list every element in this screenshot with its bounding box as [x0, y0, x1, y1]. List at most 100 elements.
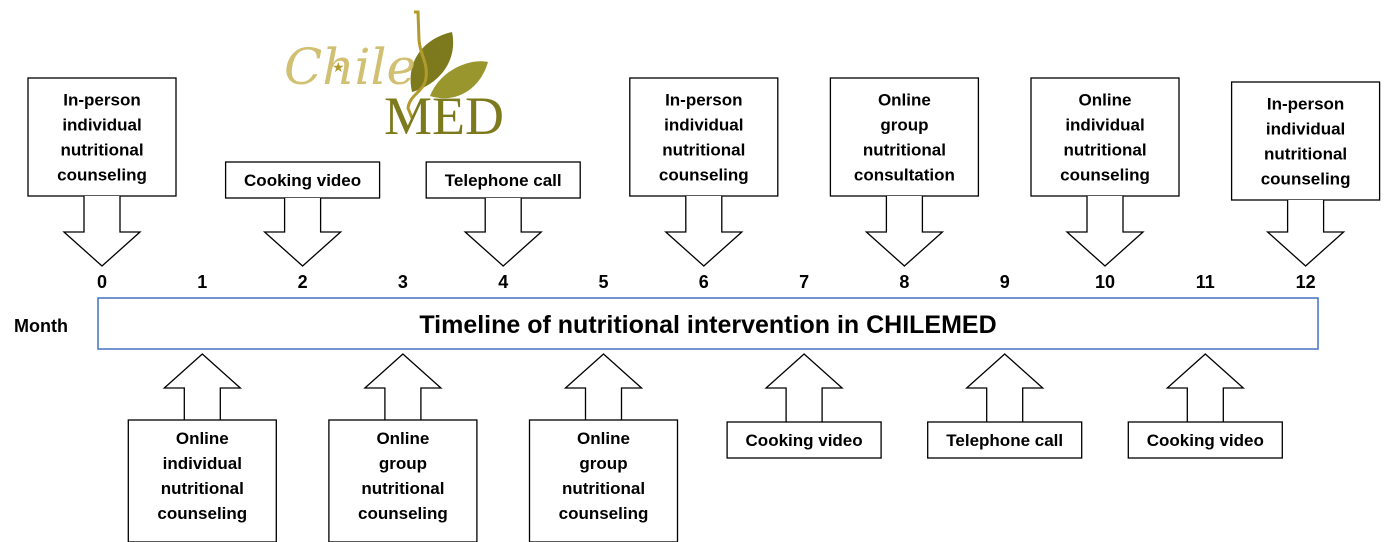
up-arrow-icon: [764, 353, 844, 422]
event-text-line: individual: [1065, 116, 1144, 135]
bottom-event: Online individual nutritional counseling: [127, 353, 277, 542]
down-arrow-icon: [262, 198, 343, 267]
event-box: [27, 77, 177, 197]
up-arrow-icon: [964, 353, 1045, 422]
event-box: [328, 419, 478, 542]
event-text-line: Cooking video: [244, 171, 361, 190]
event-box: [629, 77, 779, 197]
bottom-event: Online group nutritional counseling: [528, 353, 679, 542]
up-arrow-icon: [563, 353, 644, 420]
month-tick-label: 6: [699, 272, 709, 292]
event-text-line: Online: [878, 91, 931, 110]
top-event: Online group nutritional consultation: [829, 77, 980, 267]
event-text-line: nutritional: [863, 141, 946, 160]
event-text-line: Cooking video: [746, 431, 863, 450]
logo-leaf-left: [410, 32, 454, 92]
event-box: [224, 161, 381, 199]
event-text-line: nutritional: [161, 479, 244, 498]
event-text-line: group: [880, 116, 928, 135]
event-text-line: nutritional: [562, 479, 645, 498]
event-text-line: In-person: [1267, 95, 1344, 114]
down-arrow-icon: [664, 196, 744, 267]
month-tick-label: 11: [1196, 272, 1215, 292]
logo-script-text: Chile: [284, 38, 416, 96]
down-arrow-icon: [62, 196, 142, 267]
month-tick-label: 2: [298, 272, 308, 292]
event-text-line: individual: [62, 116, 141, 135]
month-tick-label: 8: [899, 272, 909, 292]
event-text-line: nutritional: [1264, 145, 1347, 164]
month-tick-label: 1: [197, 272, 207, 292]
event-box: [528, 419, 679, 542]
event-text-line: individual: [1266, 120, 1345, 139]
event-box: [1230, 81, 1381, 201]
event-text-line: In-person: [665, 91, 742, 110]
event-text-line: counseling: [1060, 166, 1150, 185]
down-arrow-icon: [1265, 200, 1346, 267]
event-text-line: Telephone call: [445, 171, 562, 190]
timeline-bar: [97, 297, 1319, 350]
event-text-line: Online: [376, 429, 429, 448]
month-tick-label: 10: [1095, 272, 1115, 292]
top-event: Telephone call: [425, 161, 581, 267]
event-text-line: Cooking video: [1147, 431, 1264, 450]
bottom-event: Cooking video: [726, 353, 882, 459]
event-box: [127, 419, 277, 542]
down-arrow-icon: [864, 196, 945, 267]
month-tick-label: 5: [598, 272, 608, 292]
logo-bottle: [406, 10, 428, 119]
logo-leaf-right: [430, 61, 488, 99]
month-tick-label: 0: [97, 272, 107, 292]
top-event: Online individual nutritional counseling: [1030, 77, 1180, 267]
bottom-events: OnlineindividualnutritionalcounselingOnl…: [127, 353, 1283, 542]
top-event: In-person individual nutritional counseling: [1230, 81, 1381, 267]
event-box: [927, 421, 1083, 459]
event-text-line: counseling: [559, 504, 649, 523]
event-text-line: In-person: [63, 91, 140, 110]
event-text-line: nutritional: [361, 479, 444, 498]
event-text-line: Telephone call: [946, 431, 1063, 450]
logo-star-icon: ★: [332, 59, 345, 75]
month-tick-label: 9: [1000, 272, 1010, 292]
down-arrow-icon: [463, 198, 543, 267]
event-text-line: nutritional: [1063, 141, 1146, 160]
event-text-line: Online: [176, 429, 229, 448]
event-text-line: Online: [577, 429, 630, 448]
timeline-title: Timeline of nutritional intervention in …: [419, 311, 996, 339]
down-arrow-icon: [1065, 196, 1145, 267]
event-text-line: individual: [664, 116, 743, 135]
chilemed-logo: ★ Chile MED: [284, 10, 504, 146]
logo-block-text: MED: [384, 86, 504, 146]
top-event: In-person individual nutritional counseling: [629, 77, 779, 267]
month-tick-label: 7: [799, 272, 809, 292]
event-text-line: Online: [1079, 91, 1132, 110]
event-text-line: nutritional: [662, 141, 745, 160]
month-tick-label: 12: [1296, 272, 1316, 292]
event-text-line: group: [379, 454, 427, 473]
month-tick-label: 4: [498, 272, 508, 292]
event-text-line: group: [579, 454, 627, 473]
up-arrow-icon: [162, 353, 243, 420]
event-text-line: individual: [163, 454, 242, 473]
event-text-line: counseling: [57, 166, 147, 185]
event-text-line: nutritional: [60, 141, 143, 160]
top-event: In-person individual nutritional counseling: [27, 77, 177, 267]
top-event: Cooking video: [224, 161, 381, 267]
up-arrow-icon: [363, 353, 443, 420]
event-text-line: counseling: [659, 166, 749, 185]
month-tick-label: 3: [398, 272, 408, 292]
event-box: [726, 421, 882, 459]
axis-label: Month: [14, 316, 68, 336]
event-text-line: consultation: [854, 166, 955, 185]
event-box: [1127, 421, 1283, 459]
event-text-line: counseling: [157, 504, 247, 523]
event-text-line: counseling: [1261, 170, 1351, 189]
bottom-event: Cooking video: [1127, 353, 1283, 459]
top-events: In-person individual nutritional counseling…: [27, 77, 1381, 267]
bottom-event: Telephone call: [927, 353, 1083, 459]
bottom-event: Online group nutritional counseling: [328, 353, 478, 542]
event-text-line: counseling: [358, 504, 448, 523]
up-arrow-icon: [1165, 353, 1246, 422]
